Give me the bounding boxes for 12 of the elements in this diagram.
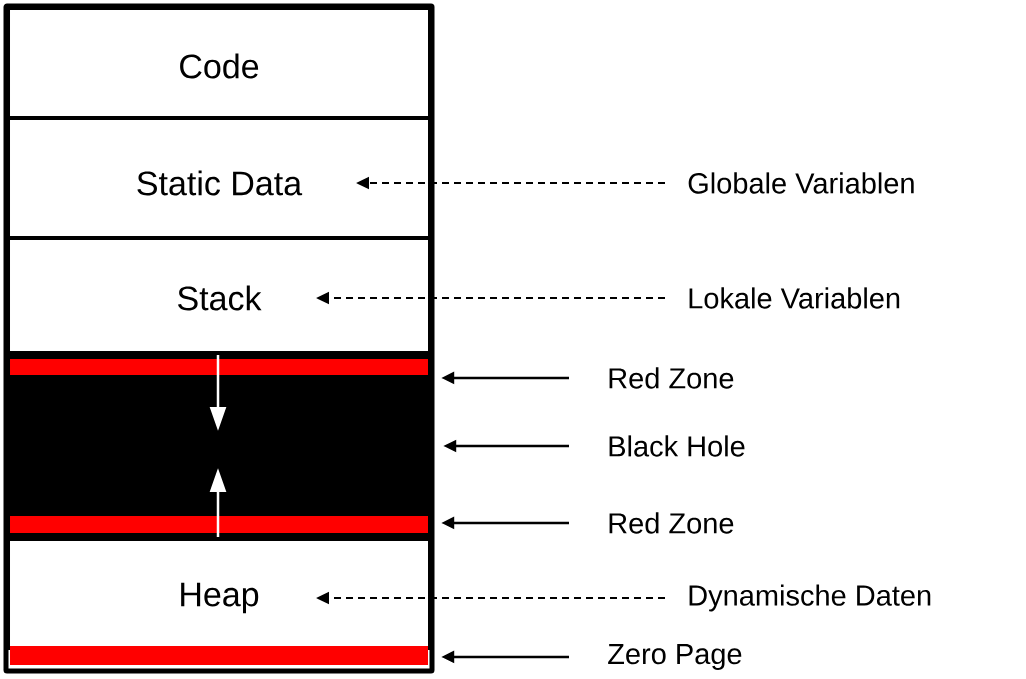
annotation-text: Red Zone (609, 512, 734, 534)
annotation-text: Red Zone (609, 367, 734, 389)
memory-segment-box: Code (6, 6, 432, 120)
annotation-text: Dynamische Daten (689, 584, 931, 612)
zone-bar (10, 646, 428, 665)
memory-segment-box: Heap (6, 537, 432, 650)
annotation-text: Zero Page (608, 644, 742, 670)
annotation-text: Lokale Variablen (689, 287, 900, 309)
memory-segment-box: Stack (6, 236, 432, 355)
annotation-text: Black Hole (609, 435, 745, 457)
annotation-text: Globale Variablen (688, 172, 914, 194)
memory-segment-box: Static Data (6, 116, 432, 240)
